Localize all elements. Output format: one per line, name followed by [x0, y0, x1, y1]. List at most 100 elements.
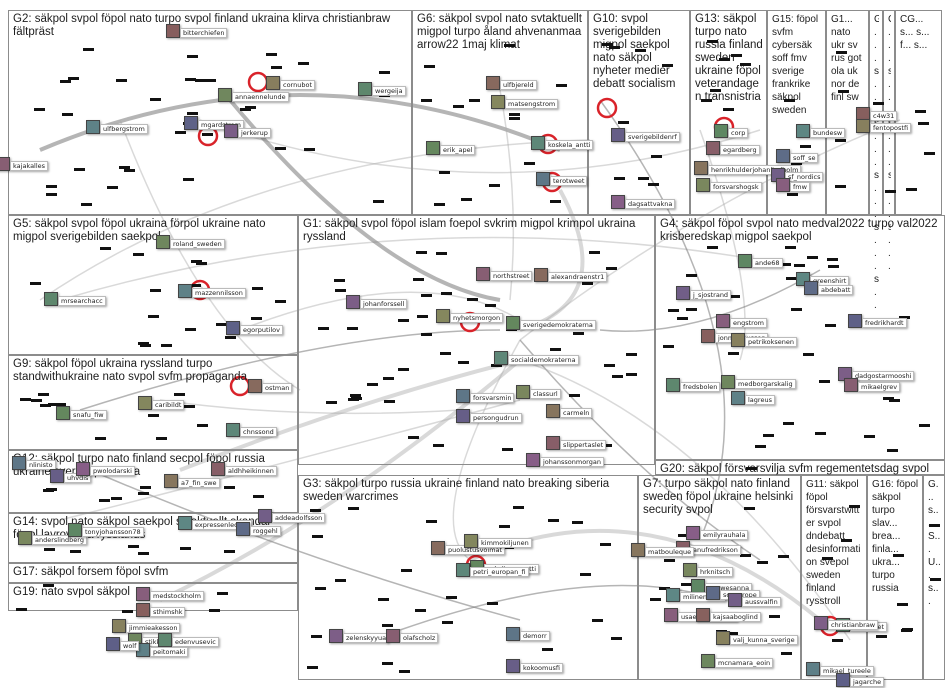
node-label[interactable]: ande68: [752, 258, 783, 268]
node-avatar-icon[interactable]: [706, 141, 720, 155]
node-label[interactable]: chnssond: [240, 427, 277, 437]
node-avatar-icon[interactable]: [844, 378, 858, 392]
node-label[interactable]: fredrikhardt: [862, 318, 907, 328]
node-label[interactable]: kokoomusfi: [520, 663, 563, 673]
node-label[interactable]: anufredrikson: [690, 545, 741, 555]
node-avatar-icon[interactable]: [804, 281, 818, 295]
node-avatar-icon[interactable]: [776, 149, 790, 163]
node-avatar-icon[interactable]: [696, 608, 710, 622]
node-label[interactable]: mrsearchacc: [58, 296, 106, 306]
node-label[interactable]: valj_kunna_sverige: [730, 635, 798, 645]
node-avatar-icon[interactable]: [12, 456, 26, 470]
node-avatar-icon[interactable]: [86, 120, 100, 134]
node-avatar-icon[interactable]: [534, 268, 548, 282]
node-label[interactable]: persongudrun: [470, 413, 522, 423]
node-label[interactable]: dagsattvakna: [625, 199, 675, 209]
node-avatar-icon[interactable]: [546, 404, 560, 418]
node-label[interactable]: medborgarskalig: [735, 379, 796, 389]
node-avatar-icon[interactable]: [112, 619, 126, 633]
node-label[interactable]: forsvarsmin: [470, 393, 514, 403]
node-label[interactable]: pwolodarski: [90, 466, 135, 476]
node-label[interactable]: annaennelunde: [232, 92, 289, 102]
node-avatar-icon[interactable]: [848, 314, 862, 328]
node-label[interactable]: matbouleque: [645, 547, 694, 557]
node-label[interactable]: edenvusevic: [172, 637, 219, 647]
node-label[interactable]: addeadolfsson: [272, 513, 325, 523]
node-avatar-icon[interactable]: [431, 541, 445, 555]
node-label[interactable]: carmeln: [560, 408, 592, 418]
node-avatar-icon[interactable]: [0, 157, 10, 171]
node-avatar-icon[interactable]: [156, 235, 170, 249]
node-label[interactable]: socialdemokraterna: [508, 355, 579, 365]
node-avatar-icon[interactable]: [266, 76, 280, 90]
node-label[interactable]: hrknitsch: [697, 567, 733, 577]
node-label[interactable]: wolf: [120, 641, 139, 651]
node-avatar-icon[interactable]: [731, 333, 745, 347]
node-avatar-icon[interactable]: [666, 378, 680, 392]
node-label[interactable]: mazzennilsson: [192, 288, 246, 298]
node-avatar-icon[interactable]: [806, 662, 820, 676]
node-label[interactable]: mikaelgrev: [858, 382, 900, 392]
node-label[interactable]: johanforssell: [360, 299, 407, 309]
node-label[interactable]: soff_se: [790, 153, 818, 163]
node-label[interactable]: alexandraenstr1: [548, 272, 607, 282]
node-avatar-icon[interactable]: [516, 385, 530, 399]
node-avatar-icon[interactable]: [236, 522, 250, 536]
node-avatar-icon[interactable]: [694, 161, 708, 175]
node-avatar-icon[interactable]: [666, 588, 680, 602]
node-avatar-icon[interactable]: [178, 284, 192, 298]
node-label[interactable]: sverigedemokraterna: [520, 320, 596, 330]
node-label[interactable]: demorr: [520, 631, 550, 641]
node-avatar-icon[interactable]: [776, 178, 790, 192]
node-label[interactable]: olafscholz: [400, 633, 438, 643]
node-label[interactable]: slippertaslet: [560, 440, 606, 450]
node-avatar-icon[interactable]: [728, 593, 742, 607]
node-label[interactable]: aldhheikinnen: [225, 466, 277, 476]
node-avatar-icon[interactable]: [701, 654, 715, 668]
node-label[interactable]: koskela_antti: [545, 140, 593, 150]
node-avatar-icon[interactable]: [224, 124, 238, 138]
node-label[interactable]: lagreus: [745, 395, 775, 405]
node-label[interactable]: ostman: [262, 383, 292, 393]
node-avatar-icon[interactable]: [738, 254, 752, 268]
node-label[interactable]: aussvalfin: [742, 597, 781, 607]
node-label[interactable]: abdebatt: [818, 285, 853, 295]
node-label[interactable]: bundesw: [810, 128, 845, 138]
node-avatar-icon[interactable]: [436, 309, 450, 323]
node-avatar-icon[interactable]: [856, 119, 870, 133]
node-label[interactable]: emilyrauhala: [700, 530, 748, 540]
node-avatar-icon[interactable]: [796, 124, 810, 138]
node-avatar-icon[interactable]: [258, 509, 272, 523]
node-avatar-icon[interactable]: [44, 292, 58, 306]
node-avatar-icon[interactable]: [211, 462, 225, 476]
node-avatar-icon[interactable]: [358, 82, 372, 96]
node-avatar-icon[interactable]: [68, 523, 82, 537]
node-avatar-icon[interactable]: [464, 534, 478, 548]
node-avatar-icon[interactable]: [226, 321, 240, 335]
node-label[interactable]: erik_apel: [440, 145, 475, 155]
node-label[interactable]: jerkerup: [238, 128, 271, 138]
node-label[interactable]: c4w31: [870, 111, 897, 121]
node-avatar-icon[interactable]: [166, 24, 180, 38]
node-avatar-icon[interactable]: [716, 631, 730, 645]
node-label[interactable]: nyhetsmorgon: [450, 313, 503, 323]
node-label[interactable]: northstreet: [490, 271, 532, 281]
node-avatar-icon[interactable]: [611, 195, 625, 209]
node-label[interactable]: classurl: [530, 389, 561, 399]
node-label[interactable]: snafu_fiw: [70, 410, 107, 420]
node-avatar-icon[interactable]: [506, 316, 520, 330]
node-label[interactable]: sf_nordics: [785, 172, 823, 182]
node-avatar-icon[interactable]: [164, 474, 178, 488]
node-avatar-icon[interactable]: [138, 396, 152, 410]
node-label[interactable]: egardberg: [720, 145, 760, 155]
node-avatar-icon[interactable]: [56, 406, 70, 420]
node-label[interactable]: roggehl: [250, 526, 281, 536]
node-avatar-icon[interactable]: [686, 526, 700, 540]
node-avatar-icon[interactable]: [456, 389, 470, 403]
node-avatar-icon[interactable]: [184, 116, 198, 130]
node-label[interactable]: fredsbolen: [680, 382, 720, 392]
node-avatar-icon[interactable]: [494, 351, 508, 365]
node-label[interactable]: jimmieakesson: [126, 623, 180, 633]
node-label[interactable]: zelenskyyua: [343, 633, 389, 643]
node-label[interactable]: tonyjohansson78: [82, 527, 144, 537]
